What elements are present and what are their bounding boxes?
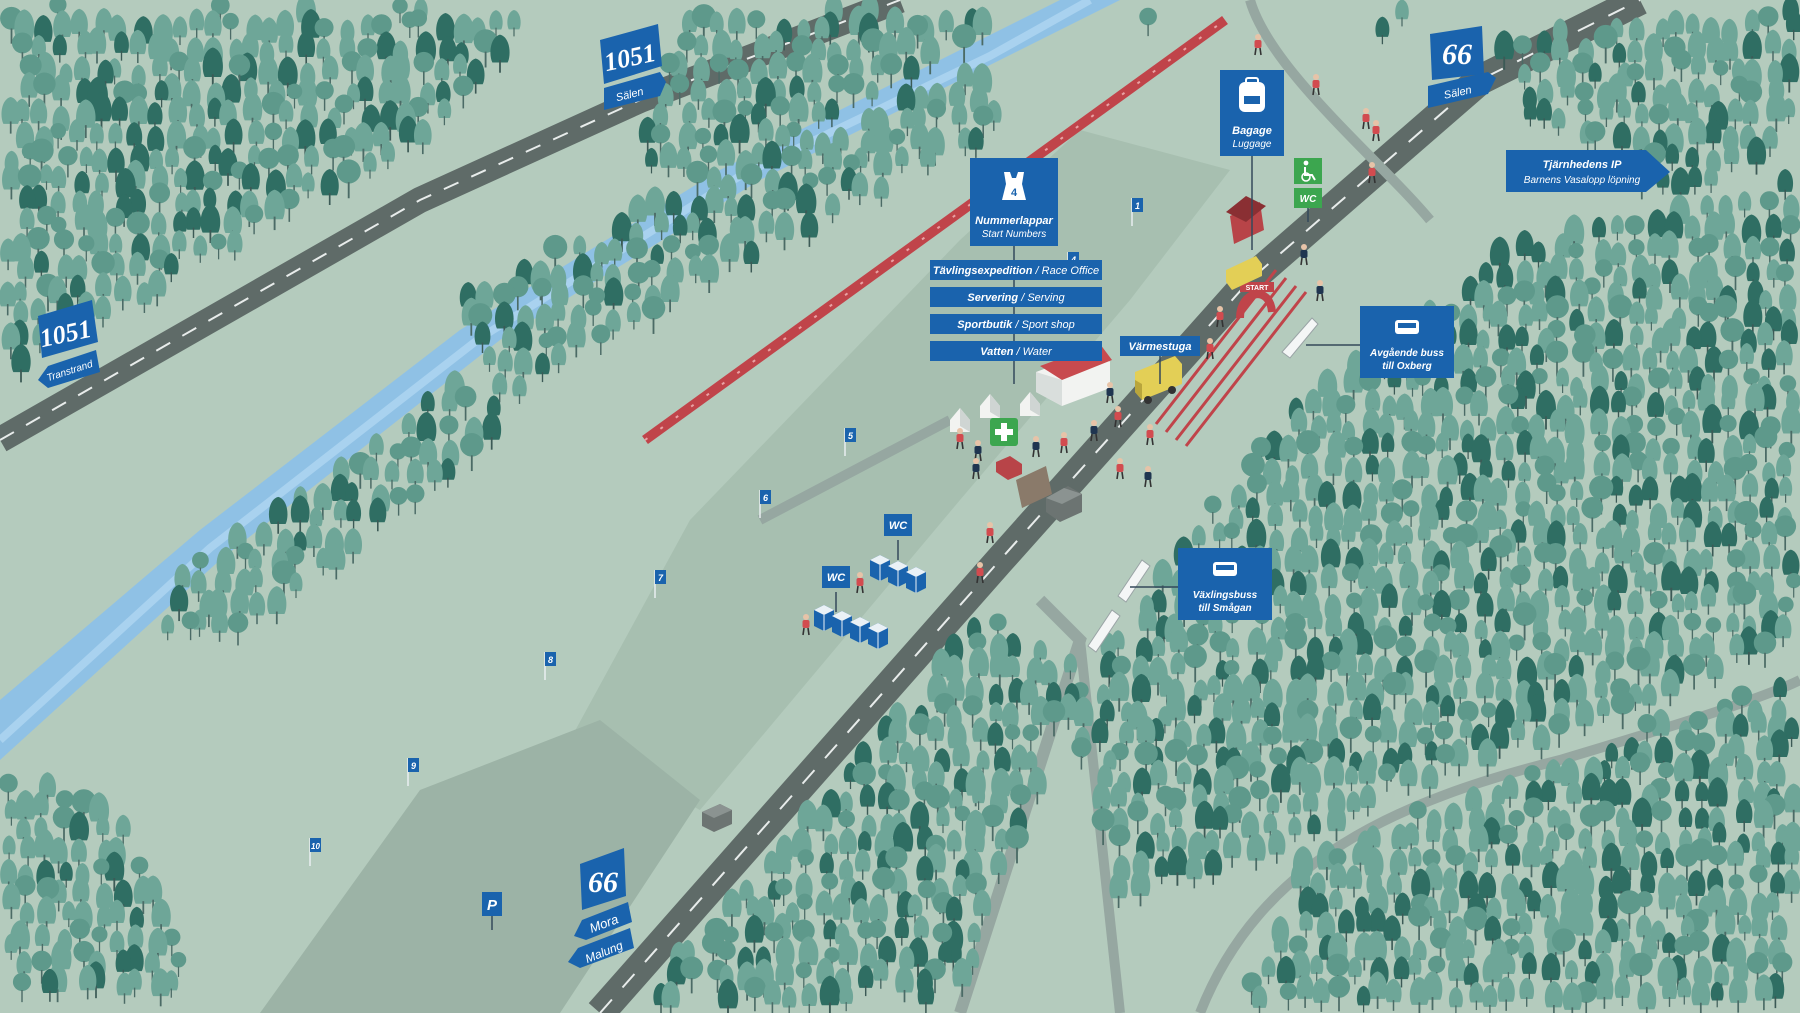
sign-tjarnheden: Tjärnhedens IP Barnens Vasalopp löpning: [1506, 150, 1670, 192]
sign-bus-smagan: Växlingsbuss till Smågan: [1130, 548, 1272, 620]
race-office-label: Tävlingsexpedition: [933, 265, 1033, 277]
sign-title: Tjärnhedens IP: [1543, 159, 1623, 171]
parking-lot: [260, 720, 700, 1013]
sign-subtitle: till Smågan: [1198, 602, 1251, 614]
sign-title: Värmestuga: [1129, 341, 1192, 353]
fence: [642, 15, 1228, 445]
sign-title: WC: [889, 520, 908, 532]
water-label-en: Water: [1023, 346, 1053, 358]
sport-shop-label-en: Sport shop: [1021, 319, 1074, 331]
sign-accessible-wc: WC: [1294, 158, 1322, 222]
sign-title: WC: [827, 572, 846, 584]
sign-bus-oxberg: Avgående buss till Oxberg: [1306, 306, 1454, 378]
course-marker: 5: [848, 431, 854, 441]
svg-text:Vatten / Water: Vatten / Water: [980, 346, 1053, 358]
start-number-badge: 4: [1011, 187, 1018, 199]
sign-parking: P: [482, 892, 502, 930]
start-banner: START: [1246, 285, 1270, 292]
sign-start-numbers: 4 Nummerlappar Start Numbers: [970, 158, 1058, 384]
sign-title: WC: [1300, 194, 1317, 205]
course-marker: 1: [1135, 201, 1140, 211]
sign-subtitle: Barnens Vasalopp löpning: [1524, 175, 1641, 186]
svg-text:Servering / Serving: Servering / Serving: [967, 292, 1065, 304]
serving-label: Servering: [967, 292, 1018, 304]
sign-subtitle: till Oxberg: [1382, 361, 1431, 372]
serving-label-en: Serving: [1027, 292, 1065, 304]
sign-warming-hut: Värmestuga: [1120, 336, 1200, 384]
sign-wc-1: WC: [884, 514, 912, 560]
luggage-house: [1226, 196, 1266, 244]
parking-label: P: [487, 897, 498, 914]
road-sign-1051-transtrand: 1051 Transtrand: [37, 300, 100, 388]
services-signboard: Tävlingsexpedition / Race Office Serveri…: [930, 260, 1102, 361]
sign-luggage: Bagage Luggage: [1220, 70, 1284, 250]
warming-hut-truck: [1135, 356, 1182, 404]
sign-wc-2: WC: [822, 566, 850, 612]
course-marker: 8: [548, 655, 553, 665]
road-sign-66-mora-malung: 66 Mora Malung: [568, 848, 634, 968]
sign-title: Nummerlappar: [975, 215, 1053, 227]
destination-label: Sälen: [1443, 84, 1473, 102]
road-sign-66-salen: 66 Sälen: [1428, 26, 1496, 108]
sport-shop-label: Sportbutik: [957, 319, 1013, 331]
parking-shed: [702, 804, 732, 832]
course-marker: 7: [658, 573, 664, 583]
course-marker: 6: [763, 493, 769, 503]
svg-text:Tävlingsexpedition / Race Offi: Tävlingsexpedition / Race Office: [933, 265, 1099, 277]
sign-subtitle: Luggage: [1233, 139, 1272, 150]
sign-title: Bagage: [1232, 125, 1272, 137]
stands: [1016, 466, 1082, 522]
start-area: START: [1154, 256, 1308, 447]
water-label: Vatten: [980, 346, 1013, 358]
sign-subtitle: Start Numbers: [982, 229, 1046, 240]
sign-title: Avgående buss: [1369, 347, 1444, 359]
route-number: 66: [588, 866, 618, 899]
first-aid-station: [990, 418, 1022, 480]
svg-text:Sportbutik / Sport shop: Sportbutik / Sport shop: [957, 319, 1074, 331]
route-number: 66: [1442, 38, 1472, 71]
road-sign-1051-salen: 1051 Sälen: [600, 24, 666, 110]
sign-title: Växlingsbuss: [1193, 590, 1258, 601]
wheelchair-icon: [1303, 160, 1309, 166]
course-marker: 10: [311, 842, 320, 851]
course-marker: 9: [411, 761, 416, 771]
buses: [1087, 317, 1319, 653]
race-office-label-en: Race Office: [1042, 265, 1099, 277]
